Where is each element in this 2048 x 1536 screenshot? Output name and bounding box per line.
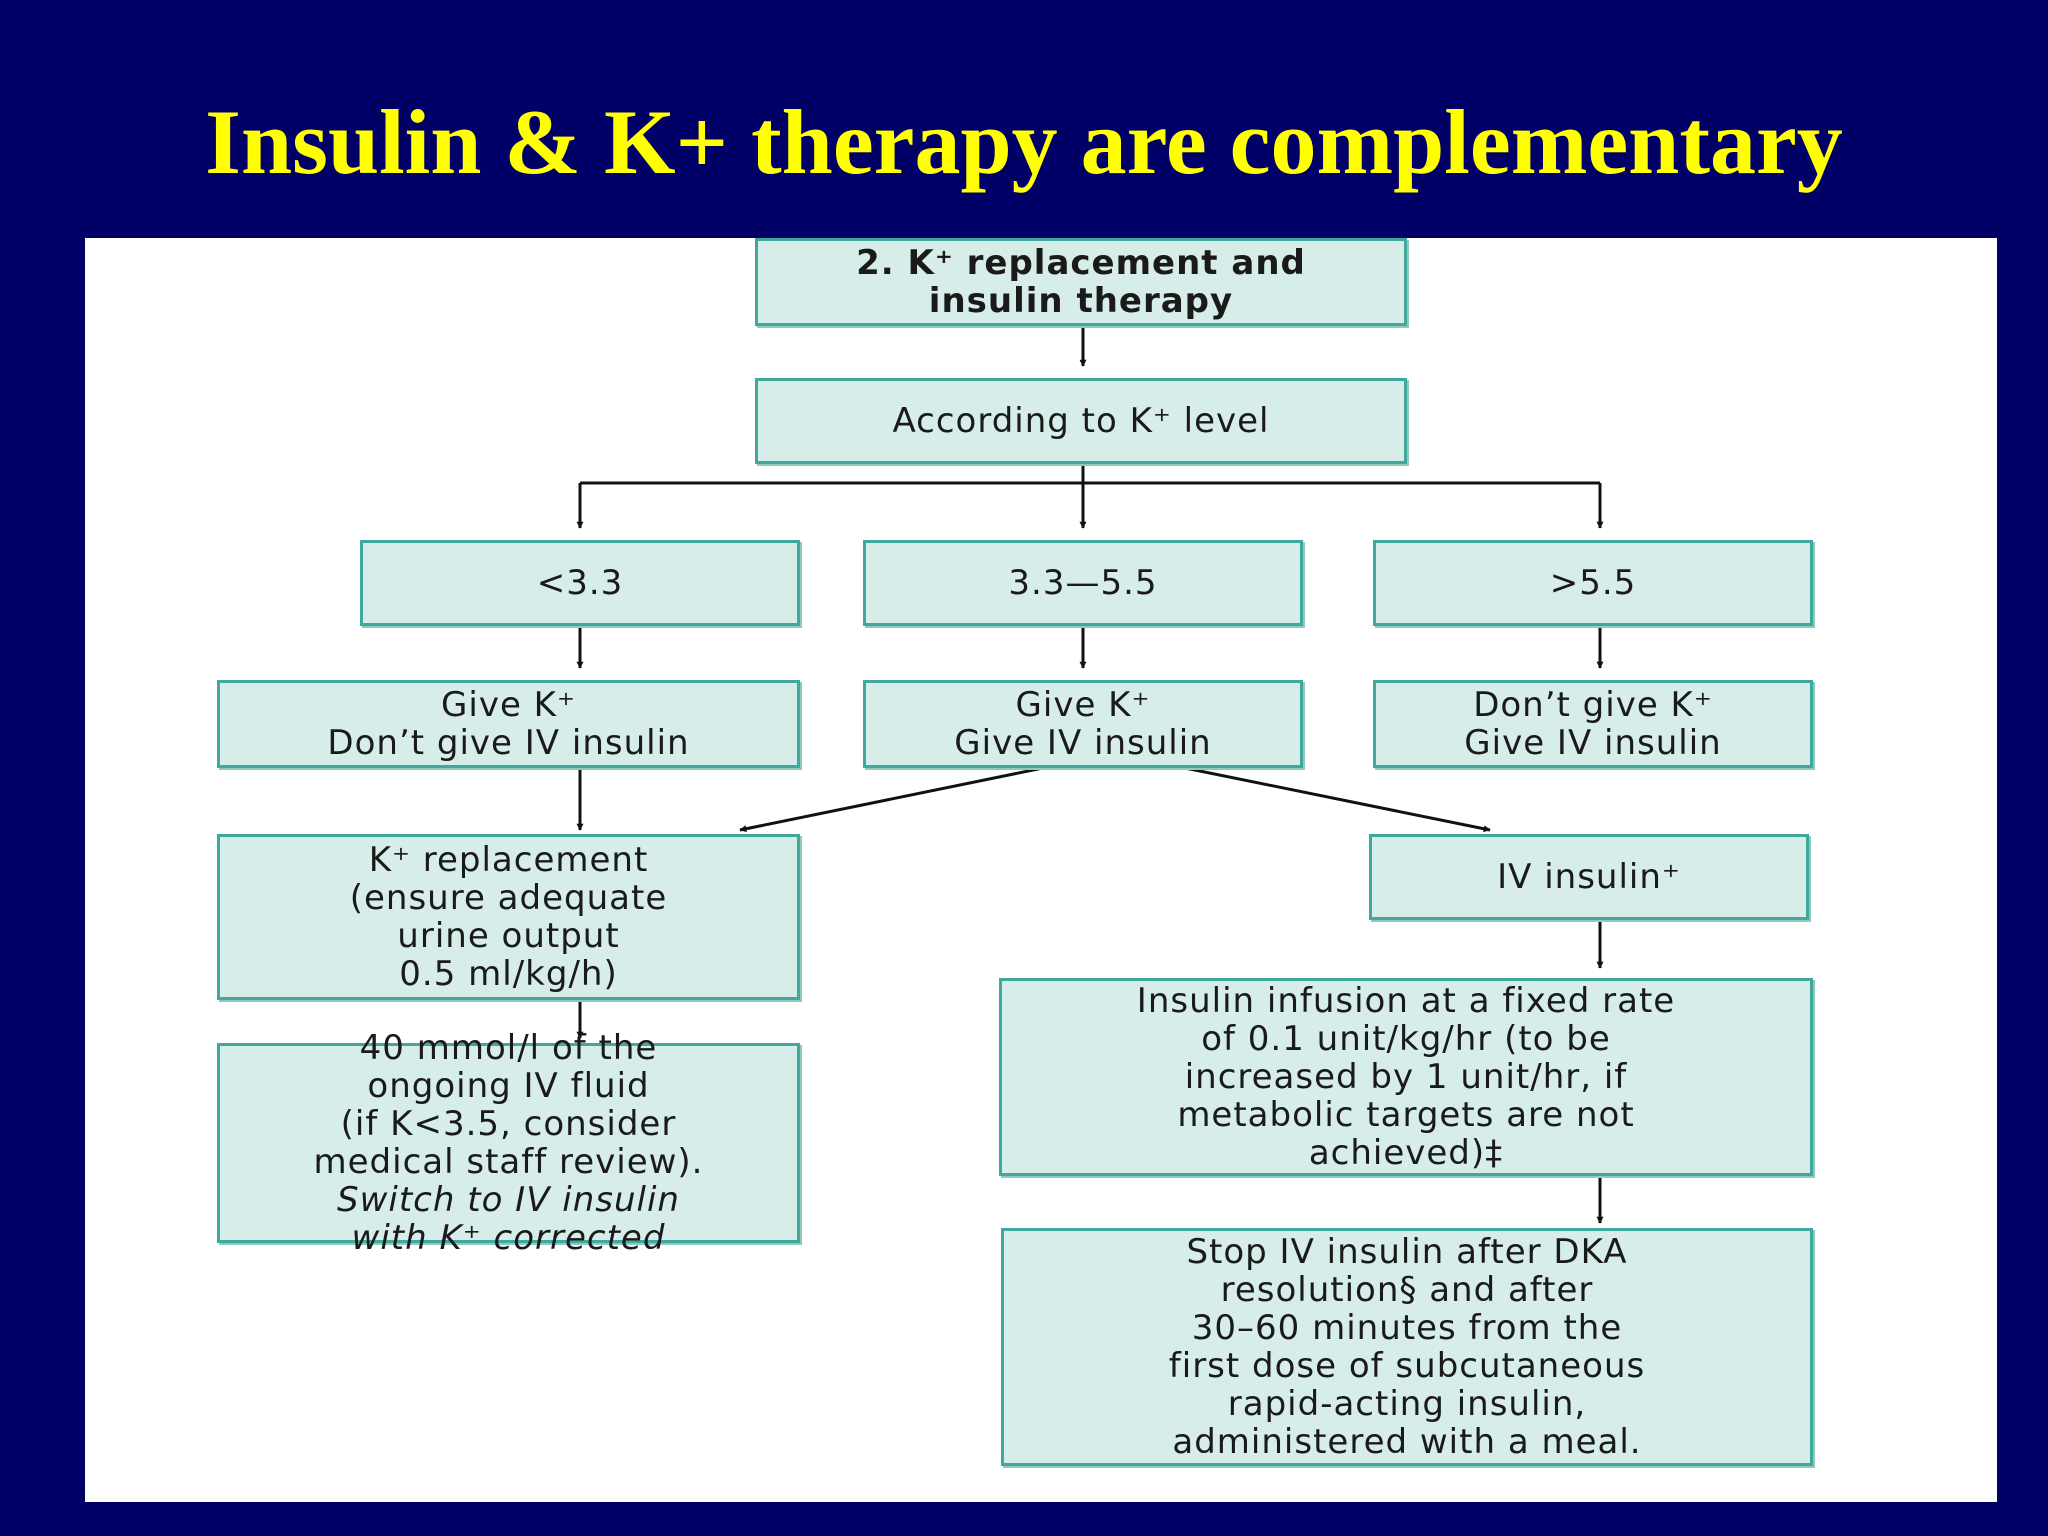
stop-line: 30–60 minutes from the [1191,1308,1623,1348]
action-high-line: Don’t give K⁺ [1473,685,1713,725]
k-dose-line: medical staff review). [313,1142,704,1182]
flowchart-panel: 2. K⁺ replacement and insulin therapy Ac… [85,238,1997,1502]
infusion-line: achieved)‡ [1308,1133,1504,1173]
action-high-line: Give IV insulin [1464,723,1722,763]
flowchart-connectors [576,326,1604,1224]
header-line: 2. K⁺ replacement and [856,243,1306,283]
level-low-node: <3.3 [360,540,800,626]
iv-insulin-label: IV insulin⁺ [1497,857,1681,897]
k-dose-line: ongoing IV fluid [367,1066,650,1106]
k-replacement-line: 0.5 ml/kg/h) [399,954,618,994]
slide-title: Insulin & K+ therapy are complementary [205,91,1843,193]
level-mid-node: 3.3—5.5 [863,540,1303,626]
infusion-line: Insulin infusion at a fixed rate [1136,981,1676,1021]
stop-line: Stop IV insulin after DKA [1186,1232,1628,1272]
stop-insulin-node: Stop IV insulin after DKA resolution§ an… [1001,1228,1813,1466]
infusion-line: increased by 1 unit/hr, if [1184,1057,1628,1097]
iv-insulin-node: IV insulin⁺ [1369,834,1809,920]
k-dose-line: (if K<3.5, consider [340,1104,677,1144]
k-dose-node: 40 mmol/l of the ongoing IV fluid (if K<… [217,1029,800,1257]
k-dose-switch-line: Switch to IV insulin [337,1180,680,1220]
k-dose-switch-line: with K⁺ corrected [351,1218,666,1258]
action-low-line: Give K⁺ [441,685,576,725]
stop-line: administered with a meal. [1172,1422,1642,1462]
according-node: According to K⁺ level [755,378,1407,464]
k-replacement-line: K⁺ replacement [368,840,649,880]
arrow-mid-to-replacement [739,766,1044,833]
infusion-node: Insulin infusion at a fixed rate of 0.1 … [999,978,1813,1176]
level-high-label: >5.5 [1549,563,1637,603]
k-dose-line: 40 mmol/l of the [359,1028,658,1068]
level-mid-label: 3.3—5.5 [1008,563,1158,603]
infusion-line: of 0.1 unit/kg/hr (to be [1201,1019,1611,1059]
k-replacement-line: urine output [397,916,620,956]
level-low-label: <3.3 [536,563,624,603]
level-high-node: >5.5 [1373,540,1813,626]
action-low-line: Don’t give IV insulin [327,723,690,763]
stop-line: first dose of subcutaneous [1168,1346,1646,1386]
action-low-node: Give K⁺ Don’t give IV insulin [217,680,800,768]
action-mid-line: Give IV insulin [954,723,1212,763]
action-mid-line: Give K⁺ [1015,685,1151,725]
stop-line: rapid-acting insulin, [1227,1384,1587,1424]
according-label: According to K⁺ level [892,401,1270,441]
stop-line: resolution§ and after [1220,1270,1594,1310]
action-mid-node: Give K⁺ Give IV insulin [863,680,1303,768]
header-node: 2. K⁺ replacement and insulin therapy [755,238,1407,326]
header-line: insulin therapy [928,281,1234,321]
k-replacement-node: K⁺ replacement (ensure adequate urine ou… [217,834,800,1000]
action-high-node: Don’t give K⁺ Give IV insulin [1373,680,1813,768]
k-replacement-line: (ensure adequate [349,878,668,918]
arrow-mid-to-ivinsulin [1184,766,1491,833]
infusion-line: metabolic targets are not [1177,1095,1635,1135]
